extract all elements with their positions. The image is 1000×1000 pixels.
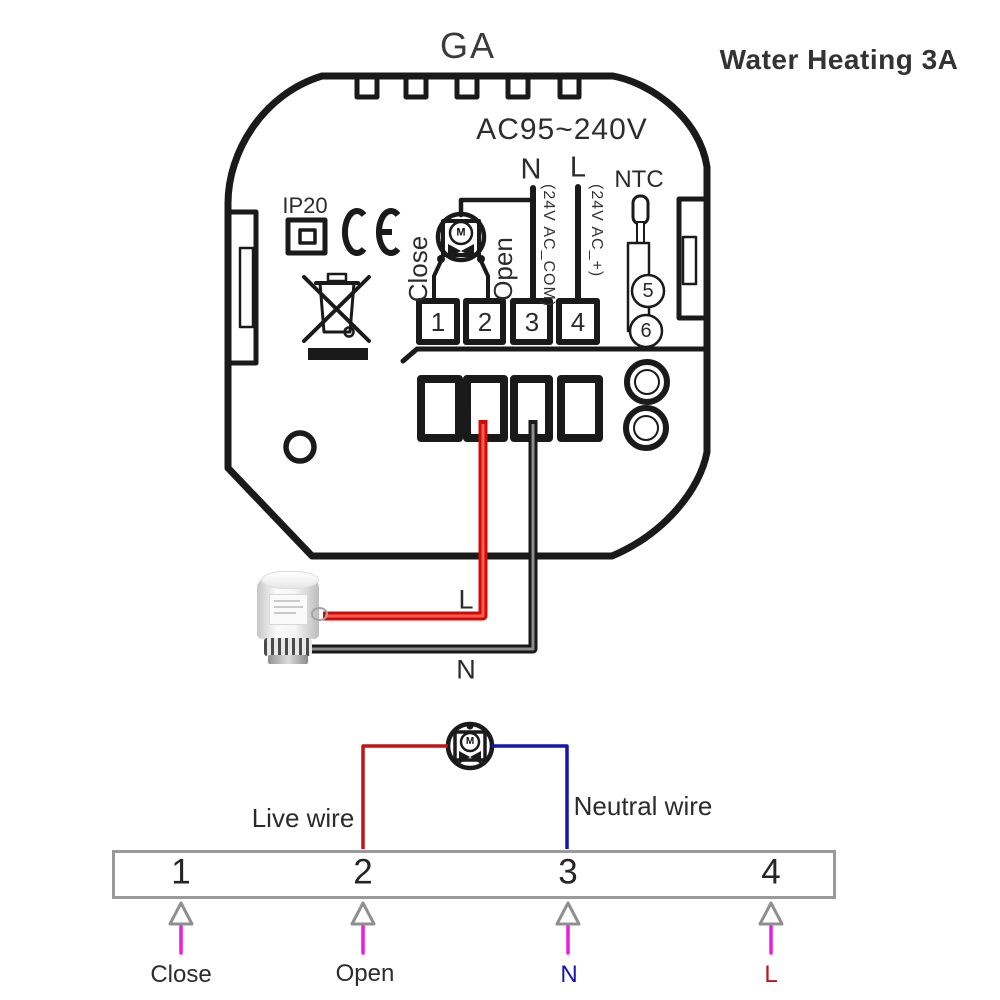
neutral-wire-lower xyxy=(492,744,569,849)
ntc-terminal-6-circle xyxy=(628,313,664,349)
terminal-1-number: 1 xyxy=(430,307,446,337)
live-label: L xyxy=(569,151,587,184)
terminal-boxes xyxy=(416,298,600,345)
close-wire xyxy=(432,259,443,304)
actuator-label-sticker xyxy=(269,594,308,625)
ip20-icon xyxy=(285,217,328,256)
terminal-2-number: 2 xyxy=(477,307,493,337)
model-title: GA xyxy=(439,25,497,66)
terminal-strip xyxy=(112,850,836,899)
terminal-4-number: 4 xyxy=(570,307,586,337)
valve-motor-icon xyxy=(445,721,495,771)
ntc-terminal-6: 6 xyxy=(640,320,652,342)
actuator-collar xyxy=(264,638,312,656)
live-wire-lower xyxy=(361,744,448,849)
ce-mark-icon xyxy=(342,208,401,256)
strip-terminal-1: 1 xyxy=(171,852,191,892)
close-label: Close xyxy=(403,235,433,303)
motor-letter: M xyxy=(456,226,466,239)
wire-openings xyxy=(417,375,603,442)
live-sub-label: (24V AC_+) xyxy=(588,184,605,278)
product-title: Water Heating 3A xyxy=(719,44,959,75)
ntc-label: NTC xyxy=(614,166,664,193)
terminal-3-number: 3 xyxy=(524,307,540,337)
backplate-outline xyxy=(224,72,711,560)
side-clip-right xyxy=(676,196,710,321)
motor-valve-icon xyxy=(435,211,487,263)
live-wire-label: Live wire xyxy=(251,803,355,833)
strip-open-label: Open xyxy=(335,960,395,987)
neutral-sub-label: (24V AC_COM) xyxy=(540,184,557,308)
neutral-wire-upper xyxy=(298,420,538,654)
arrow-up-icon xyxy=(350,901,376,955)
strip-neutral-label: N xyxy=(560,961,578,988)
ntc-probe-icon xyxy=(626,194,651,333)
actuator-cap xyxy=(261,571,319,589)
valve-motor-letter: M xyxy=(465,736,475,747)
fixing-hole-rings xyxy=(623,359,670,451)
open-wire xyxy=(479,259,490,304)
arrow-up-icon xyxy=(758,901,784,955)
ntc-terminal-5: 5 xyxy=(642,280,654,302)
ntc-terminal-5-circle xyxy=(630,273,666,309)
arrow-up-icon xyxy=(555,901,581,955)
mounting-tabs-top xyxy=(354,74,582,100)
actuator-nut xyxy=(268,655,308,664)
weee-bin-icon xyxy=(302,272,371,360)
strip-terminal-3: 3 xyxy=(558,852,578,892)
neutral-label: N xyxy=(520,153,542,186)
live-wire-upper xyxy=(323,420,488,621)
side-clip-left xyxy=(226,209,259,366)
strip-terminal-4: 4 xyxy=(761,852,781,892)
arrow-up-icon xyxy=(168,901,194,955)
strip-close-label: Close xyxy=(150,961,212,988)
open-label: Open xyxy=(488,237,518,301)
strip-terminal-2: 2 xyxy=(353,852,373,892)
divider-line xyxy=(400,346,708,364)
actuator-wire-connector xyxy=(311,607,328,621)
neutral-wire-letter: N xyxy=(456,654,476,685)
up-arrow-icons xyxy=(168,901,784,955)
ip-rating-label: IP20 xyxy=(282,193,328,218)
neutral-wire-label: Neutral wire xyxy=(573,791,713,821)
strip-live-label: L xyxy=(764,961,778,988)
motor-common-wire xyxy=(458,197,534,218)
live-wire-letter: L xyxy=(458,584,474,615)
voltage-label: AC95~240V xyxy=(476,113,648,146)
screw-hole xyxy=(283,430,317,464)
